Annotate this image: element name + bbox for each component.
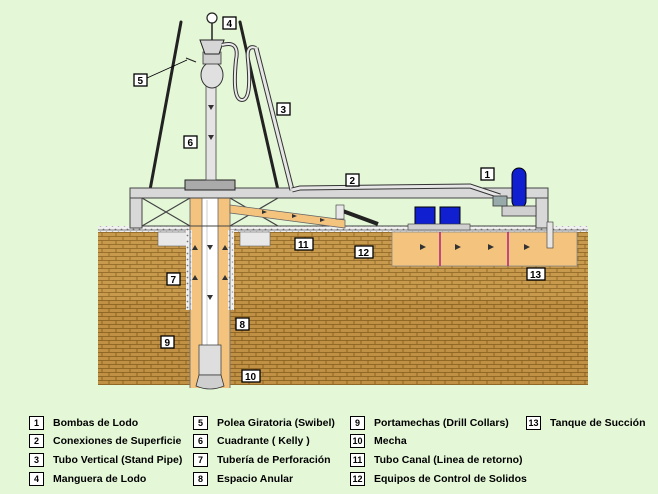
legend-number: 7 [193,453,208,467]
drill-bit [195,374,225,390]
legend-label: Equipos de Control de Solidos [374,473,527,485]
legend-item-7: 7 Tubería de Perforación [193,453,331,467]
callout-12: 12 [354,245,374,259]
mud-hose [221,42,257,103]
callout-1: 1 [480,167,495,181]
legend-number: 8 [193,472,208,486]
legend-label: Manguera de Lodo [53,473,147,485]
callout-13-label: 13 [530,270,542,281]
callout-9: 9 [160,335,175,349]
legend-item-11: 11 Tubo Canal (Linea de retorno) [350,453,523,467]
legend-item-9: 9 Portamechas (Drill Collars) [350,416,509,430]
rotary-table [184,179,236,191]
shale-shaker [335,204,379,226]
swivel [200,51,224,89]
callout-12-label: 12 [358,248,370,259]
callout-6-label: 6 [188,138,194,149]
legend-number: 2 [29,434,44,448]
callout-7: 7 [166,272,181,286]
solids-control-motors [407,206,471,231]
callout-3-label: 3 [281,105,287,116]
legend-item-3: 3 Tubo Vertical (Stand Pipe) [29,453,182,467]
legend-label: Bombas de Lodo [53,417,139,429]
drill-pipe [201,197,219,354]
callout-13: 13 [526,267,546,281]
return-flow-line [229,204,346,229]
legend-label: Portamechas (Drill Collars) [374,417,509,429]
legend-item-1: 1 Bombas de Lodo [29,416,138,430]
callout-8-label: 8 [240,320,246,331]
legend-number: 10 [350,434,365,448]
legend-number: 4 [29,472,44,486]
callout-9-label: 9 [165,338,171,349]
callout-4: 4 [222,16,237,30]
legend-label: Tubo Vertical (Stand Pipe) [53,454,183,466]
legend-label: Espacio Anular [217,473,294,485]
callout-2-label: 2 [350,176,356,187]
callout-2: 2 [345,173,360,187]
legend-label: Polea Giratoria (Swibel) [217,417,335,429]
legend-number: 5 [193,416,208,430]
mud-tanks [391,221,578,267]
legend-label: Mecha [374,435,407,447]
legend-label: Tubería de Perforación [217,454,331,466]
legend-item-8: 8 Espacio Anular [193,472,293,486]
legend-number: 6 [193,434,208,448]
flow-arrows-wellbore [192,245,228,300]
callout-1-label: 1 [485,170,491,181]
legend-item-5: 5 Polea Giratoria (Swibel) [193,416,335,430]
callout-3: 3 [276,102,291,116]
callout-6: 6 [183,135,198,149]
legend-number: 9 [350,416,365,430]
derrick [148,20,280,192]
callout-4-label: 4 [227,19,233,30]
legend-number: 1 [29,416,44,430]
kelly [205,84,217,181]
legend-number: 12 [350,472,365,486]
legend-label: Tanque de Succión [550,417,646,429]
callout-11-label: 11 [298,240,309,251]
callout-7-label: 7 [171,275,177,286]
mud-pump [492,167,537,217]
legend-item-4: 4 Manguera de Lodo [29,472,146,486]
travelling-block [185,12,225,63]
callout-8: 8 [235,317,250,331]
legend-item-10: 10 Mecha [350,434,407,448]
legend-label: Conexiones de Superficie [53,435,182,447]
legend-label: Cuadrante ( Kelly ) [217,435,310,447]
surface-slab-right [239,231,271,247]
legend-item-12: 12 Equipos de Control de Solidos [350,472,527,486]
legend-item-2: 2 Conexiones de Superficie [29,434,181,448]
legend-number: 11 [350,453,365,467]
callout-5: 5 [133,59,188,87]
callout-10-label: 10 [245,372,257,383]
callout-10: 10 [241,369,261,383]
legend-number: 3 [29,453,44,467]
callout-5-label: 5 [138,76,144,87]
legend-number: 13 [526,416,541,430]
callout-11: 11 [294,237,314,251]
drill-collars [198,344,222,376]
legend-label: Tubo Canal (Linea de retorno) [374,454,523,466]
legend-item-13: 13 Tanque de Succión [526,416,645,430]
legend-item-6: 6 Cuadrante ( Kelly ) [193,434,310,448]
